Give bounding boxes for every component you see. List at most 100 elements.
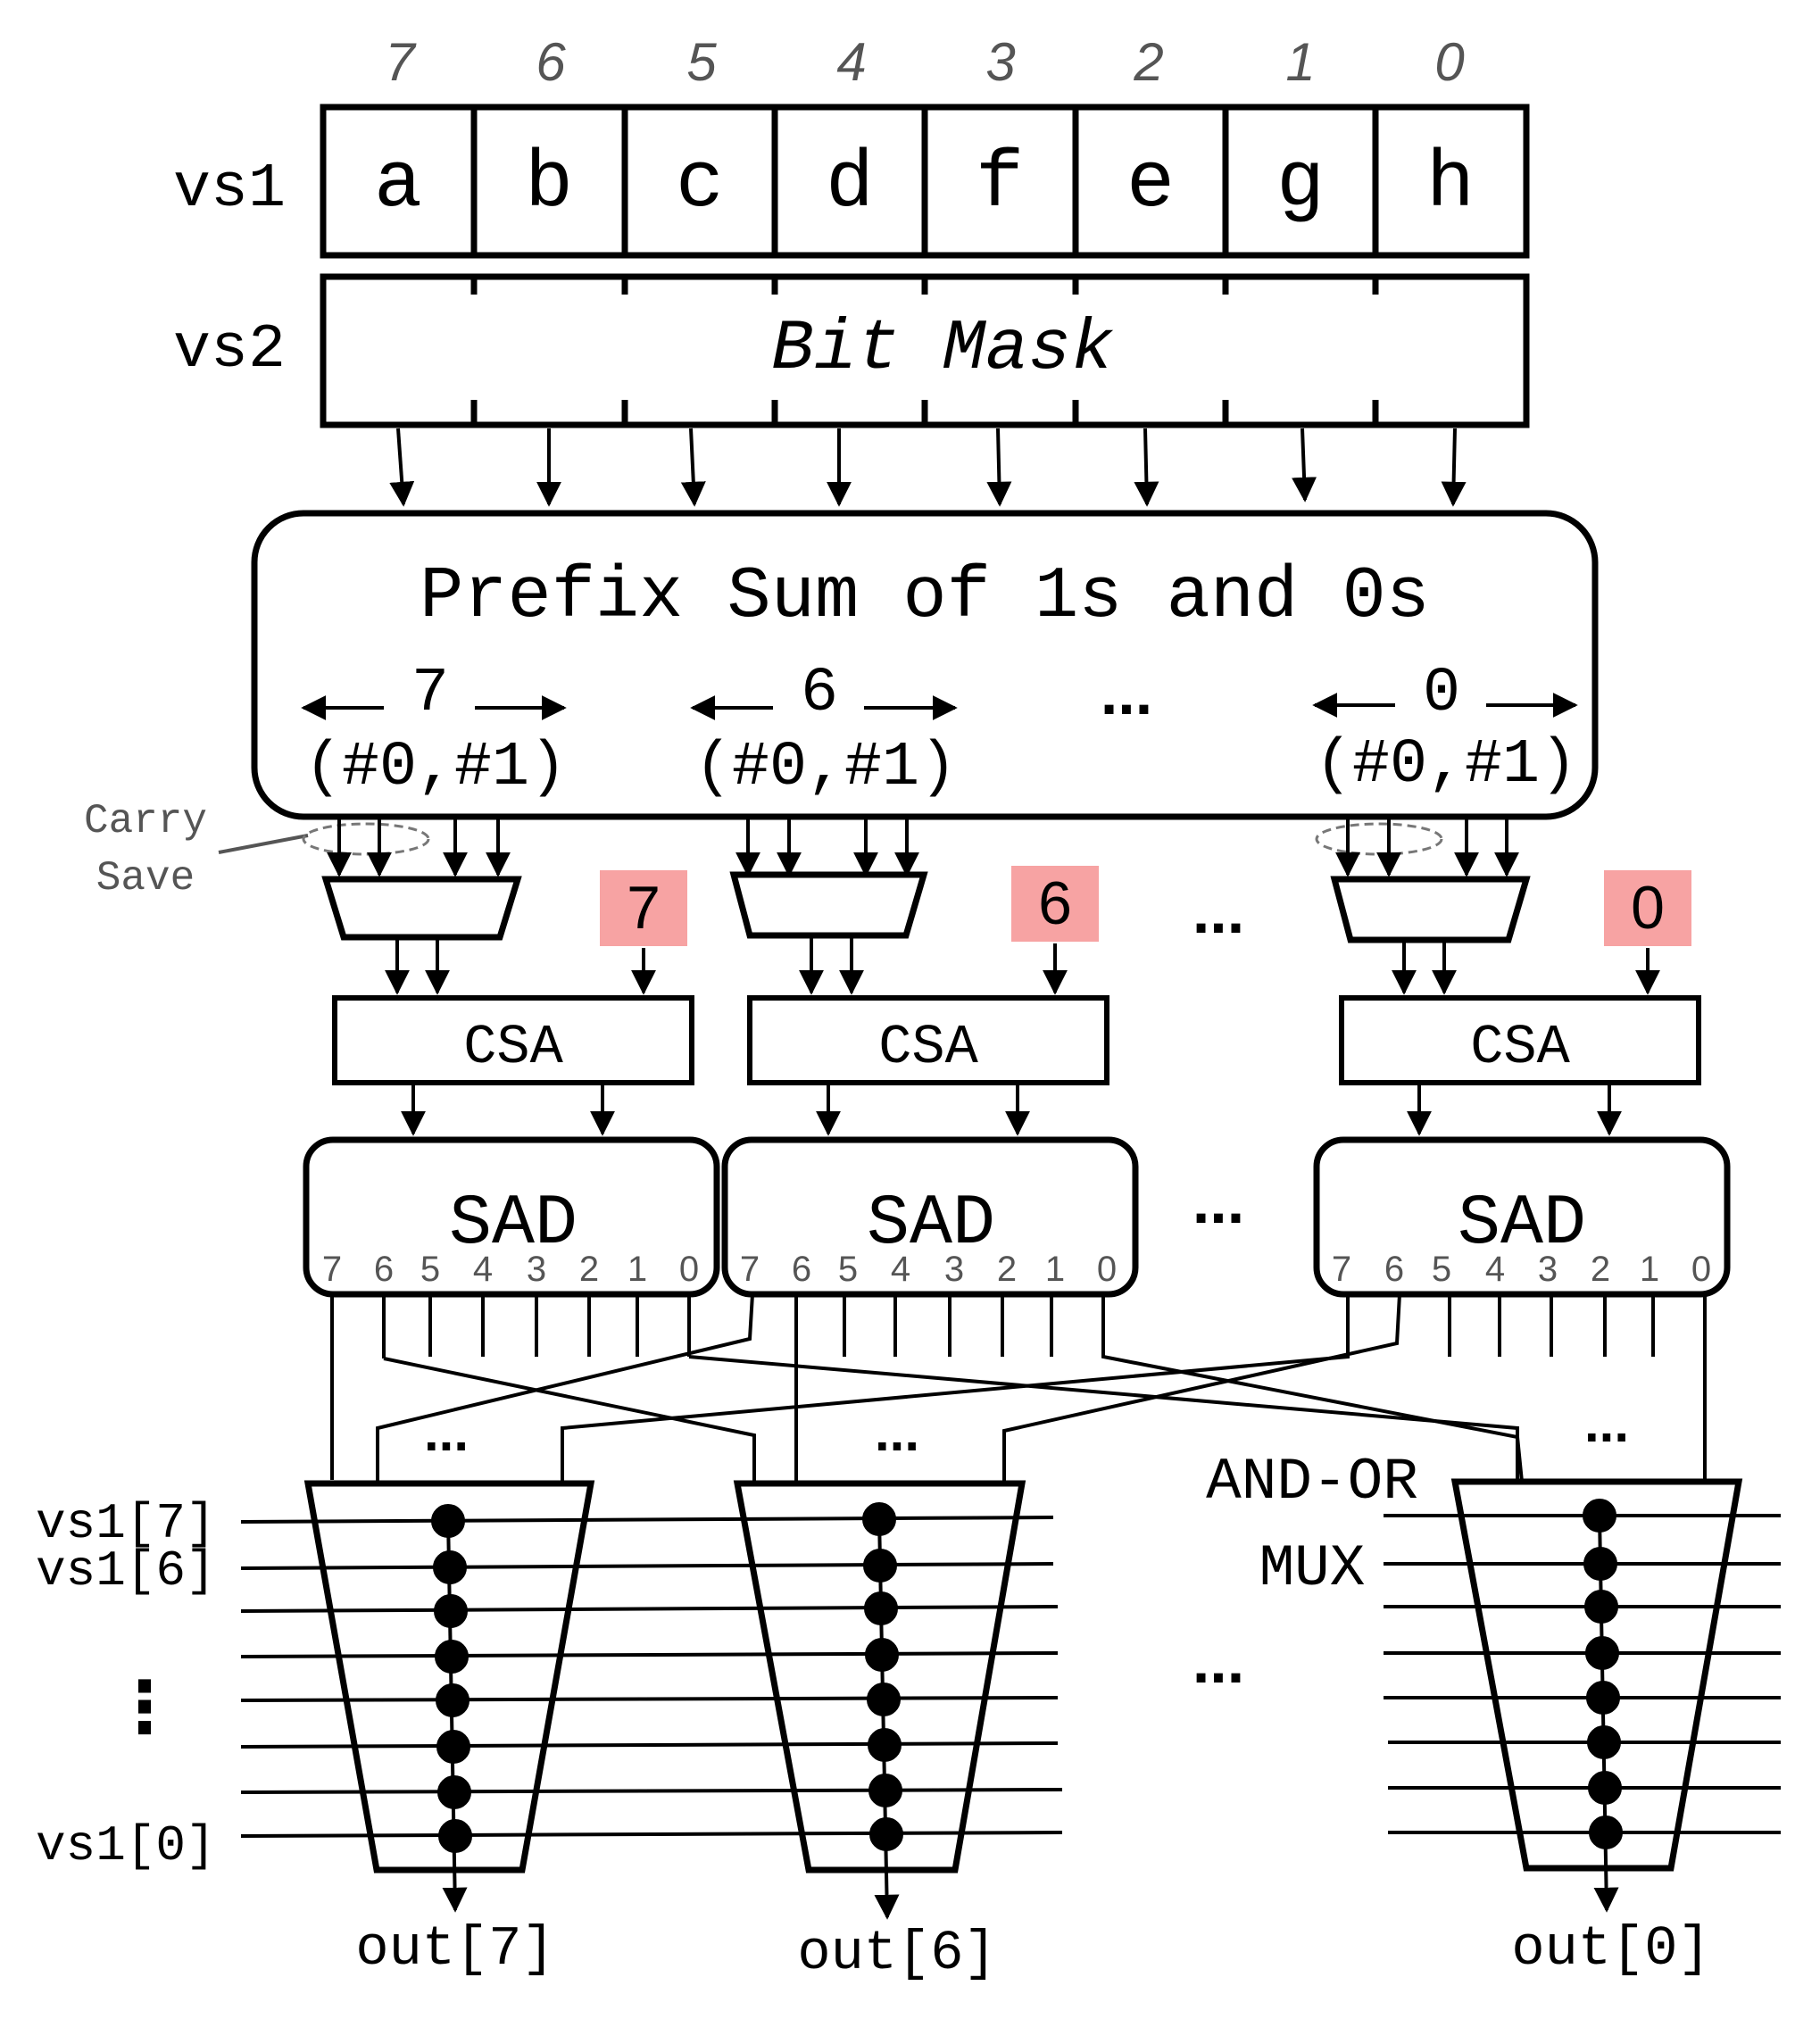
sad-port: 5: [1432, 1250, 1451, 1289]
carry-save-ellipse: [302, 822, 430, 856]
csa-box: [747, 995, 1109, 1085]
const-box: [1011, 866, 1099, 942]
reduce-trapezoids: [321, 871, 1531, 943]
vs1-element: d: [826, 139, 874, 230]
mux-trapezoid: [733, 1480, 1026, 1874]
carry-save-leader: [218, 834, 309, 854]
ellipsis: ...: [424, 1402, 469, 1462]
vs1-element: c: [676, 139, 724, 230]
vertical-ellipsis: ⋮: [109, 1667, 180, 1747]
bit-index: 5: [686, 32, 717, 92]
sad-port: 0: [1691, 1250, 1711, 1289]
sad-box: [1313, 1136, 1731, 1298]
sad-label: SAD: [867, 1184, 995, 1265]
mux-trapezoid: [303, 1480, 595, 1874]
vs1-label: vs1: [173, 154, 286, 225]
const-box: [1604, 870, 1691, 946]
vs1-element: e: [1126, 139, 1175, 230]
const-box: [600, 870, 687, 946]
const-value: 7: [627, 874, 661, 942]
bit-index: 2: [1133, 32, 1163, 92]
sad-box: [303, 1136, 720, 1298]
sad-port: 3: [527, 1250, 546, 1289]
prefix-sum-frame: [251, 510, 1599, 820]
ellipsis: ...: [1193, 877, 1244, 946]
vs1-element: f: [976, 139, 1024, 230]
csa-label: CSA: [463, 1016, 563, 1079]
bit-index: 4: [836, 32, 866, 92]
vs2-ticks: [470, 277, 1379, 425]
sad-port: 0: [679, 1250, 699, 1289]
prefix-group-pair: (#0,#1): [694, 733, 957, 803]
vs1-element: h: [1426, 139, 1475, 230]
output-label: out[7]: [355, 1917, 554, 1981]
mux-dots: [431, 1499, 1623, 1920]
sad-port: 3: [944, 1250, 964, 1289]
output-label: out[0]: [1511, 1917, 1710, 1981]
mask-arrows: [389, 428, 1467, 507]
sad-ports: 7 6 5 4 3 2 1 0 7 6 5 4 3 2 1 0 7 6 5 4 …: [322, 1250, 1711, 1289]
csa-blocks: CSA CSA CSA: [332, 995, 1701, 1085]
csa-box: [1339, 995, 1701, 1085]
vs1-element: g: [1276, 139, 1325, 230]
prefix-group-index: 7: [411, 659, 449, 729]
sad-port: 6: [374, 1250, 394, 1289]
carry-save-ellipse: [1315, 822, 1443, 856]
vs1-element: a: [374, 139, 422, 230]
sad-port: 1: [1045, 1250, 1065, 1289]
sad-port: 4: [473, 1250, 493, 1289]
prefix-group-index: 0: [1423, 659, 1460, 729]
constants: 7 6 0: [600, 866, 1691, 946]
sad-port: 0: [1097, 1250, 1117, 1289]
bit-index: 3: [985, 32, 1015, 92]
sad-port: 1: [1640, 1250, 1659, 1289]
csa-box: [332, 995, 694, 1085]
csa-label: CSA: [878, 1016, 978, 1079]
sad-in-arrows: [401, 1084, 1622, 1136]
prefix-out-arrows: [327, 819, 1519, 877]
mux-label: AND-OR: [1206, 1449, 1418, 1516]
reduce-trapezoid: [1330, 876, 1531, 943]
prefix-sum-title: Prefix Sum of 1s and 0s: [420, 555, 1430, 638]
ellipsis: ...: [1584, 1393, 1629, 1453]
prefix-group-pair: (#0,#1): [1315, 730, 1577, 801]
csa-in-arrows: [385, 937, 1660, 995]
sad-port: 2: [579, 1250, 599, 1289]
bit-index: 6: [536, 32, 566, 92]
sad-port: 7: [1332, 1250, 1351, 1289]
prefix-group-pair: (#0,#1): [304, 733, 567, 803]
mux-input-lines: [240, 1514, 1781, 1838]
sad-box: [721, 1136, 1139, 1298]
sad-output-wires: [330, 1293, 1707, 1483]
sad-label: SAD: [449, 1184, 578, 1265]
mux-input-label: vs1[7]: [36, 1495, 216, 1552]
ellipsis: ...: [1193, 1167, 1244, 1236]
vs2-register: vs2 Bit Mask: [173, 273, 1530, 428]
bit-index: 0: [1434, 32, 1464, 92]
mux-label: MUX: [1259, 1535, 1366, 1602]
bit-index: 1: [1285, 32, 1315, 92]
carry-save-label: Carry: [84, 798, 207, 844]
sad-label: SAD: [1458, 1184, 1586, 1265]
mux-input-label: vs1[6]: [36, 1542, 216, 1599]
reduce-trapezoid: [321, 876, 522, 941]
bit-index: 7: [385, 32, 417, 92]
mux-blocks: [303, 1478, 1743, 1874]
sad-port: 6: [1384, 1250, 1404, 1289]
sad-port: 2: [1591, 1250, 1610, 1289]
prefix-ellipsis: ...: [1101, 658, 1152, 727]
sad-port: 1: [627, 1250, 647, 1289]
vs2-label: vs2: [173, 315, 286, 386]
sad-port: 7: [322, 1250, 342, 1289]
mux-input-label: vs1[0]: [36, 1817, 216, 1874]
mux-trapezoid: [1450, 1478, 1743, 1872]
carry-save-label: Save: [96, 855, 195, 902]
prefix-group-index: 6: [801, 659, 838, 729]
ellipsis: ...: [875, 1402, 919, 1462]
vs1-element: b: [525, 139, 573, 230]
carry-save-annotation: Carry Save: [84, 798, 1443, 902]
reduce-trapezoid: [729, 871, 928, 939]
bit-index-row: 7 6 5 4 3 2 1 0: [385, 32, 1464, 92]
